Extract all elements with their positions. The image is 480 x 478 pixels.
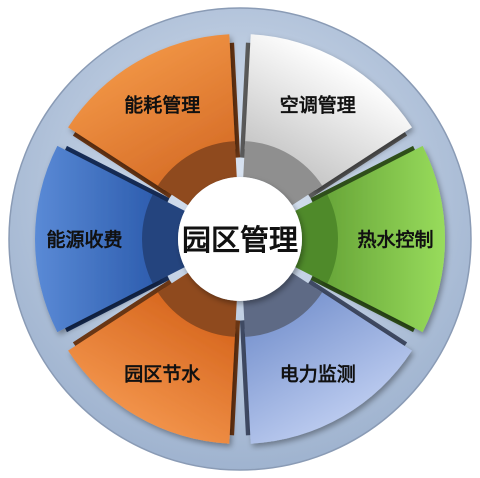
segment-label-shoufei: 能源收费 xyxy=(46,228,122,251)
segment-kongtiao: 空调管理 xyxy=(239,34,412,206)
segment-inner-jieshui xyxy=(157,272,237,337)
segment-face-nenghao xyxy=(68,34,236,190)
center-hub xyxy=(178,177,302,301)
segment-inner-shoufei xyxy=(142,194,185,284)
segment-inner-nenghao xyxy=(157,141,237,206)
segment-label-dianli: 电力监测 xyxy=(280,363,356,386)
segment-face-jieshui xyxy=(68,288,236,444)
center-title: 园区管理 xyxy=(182,223,298,257)
segment-label-kongtiao: 空调管理 xyxy=(280,93,356,116)
segment-face-shoufei xyxy=(34,145,160,333)
segment-jieshui: 园区节水 xyxy=(68,272,241,444)
segment-nenghao: 能耗管理 xyxy=(68,34,241,206)
segment-face-kongtiao xyxy=(244,34,412,190)
segment-label-jieshui: 园区节水 xyxy=(124,364,201,386)
segment-label-nenghao: 能耗管理 xyxy=(124,93,200,116)
segment-inner-dianli xyxy=(243,272,323,337)
segment-dianli: 电力监测 xyxy=(239,272,412,444)
segment-reshui: 热水控制 xyxy=(295,145,445,333)
segment-shoufei: 能源收费 xyxy=(34,145,185,333)
segment-label-reshui: 热水控制 xyxy=(357,228,433,251)
segment-face-reshui xyxy=(320,145,445,333)
segment-inner-kongtiao xyxy=(243,141,323,206)
segment-face-dianli xyxy=(244,288,412,444)
segment-inner-reshui xyxy=(295,194,339,284)
